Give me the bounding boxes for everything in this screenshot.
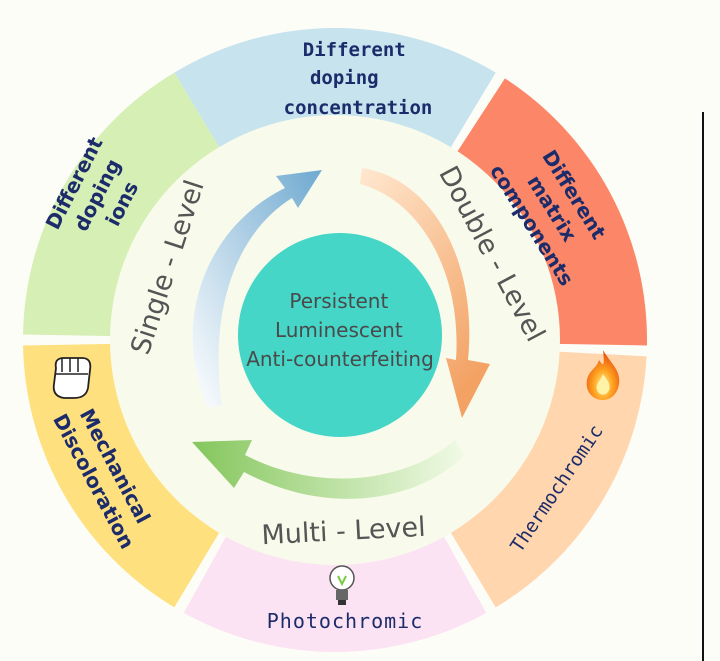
- fist-icon: [52, 357, 92, 399]
- segment-thermochromic: [445, 351, 647, 608]
- single-level-arrow: [192, 170, 322, 408]
- center-circle: [238, 233, 442, 437]
- flame-icon: [586, 350, 620, 400]
- concentration-label: Different doping concentration: [284, 39, 433, 119]
- right-edge-line: [702, 112, 704, 661]
- center-title: Persistent Luminescent Anti-counterfeiti…: [246, 289, 434, 371]
- center-line-3: Anti-counterfeiting: [246, 347, 434, 371]
- concentration-line-1: Different: [303, 39, 406, 61]
- outer-segments: [23, 27, 647, 652]
- concentration-line-2: doping: [310, 67, 379, 89]
- center-line-1: Persistent: [289, 289, 388, 313]
- segment-doping-concentration: [174, 27, 496, 156]
- segment-mechanical-discoloration: [23, 343, 225, 608]
- segment-doping-ions: [23, 72, 225, 337]
- segment-photochromic: [183, 528, 487, 652]
- double-level-arrow: [360, 168, 490, 418]
- light-bulb-icon: [329, 565, 355, 605]
- photochromic-label: Photochromic: [267, 609, 424, 633]
- multi-level-arrow: [192, 440, 465, 499]
- center-line-2: Luminescent: [275, 318, 403, 342]
- concentration-line-3: concentration: [284, 97, 433, 119]
- segment-matrix-components: [452, 78, 647, 346]
